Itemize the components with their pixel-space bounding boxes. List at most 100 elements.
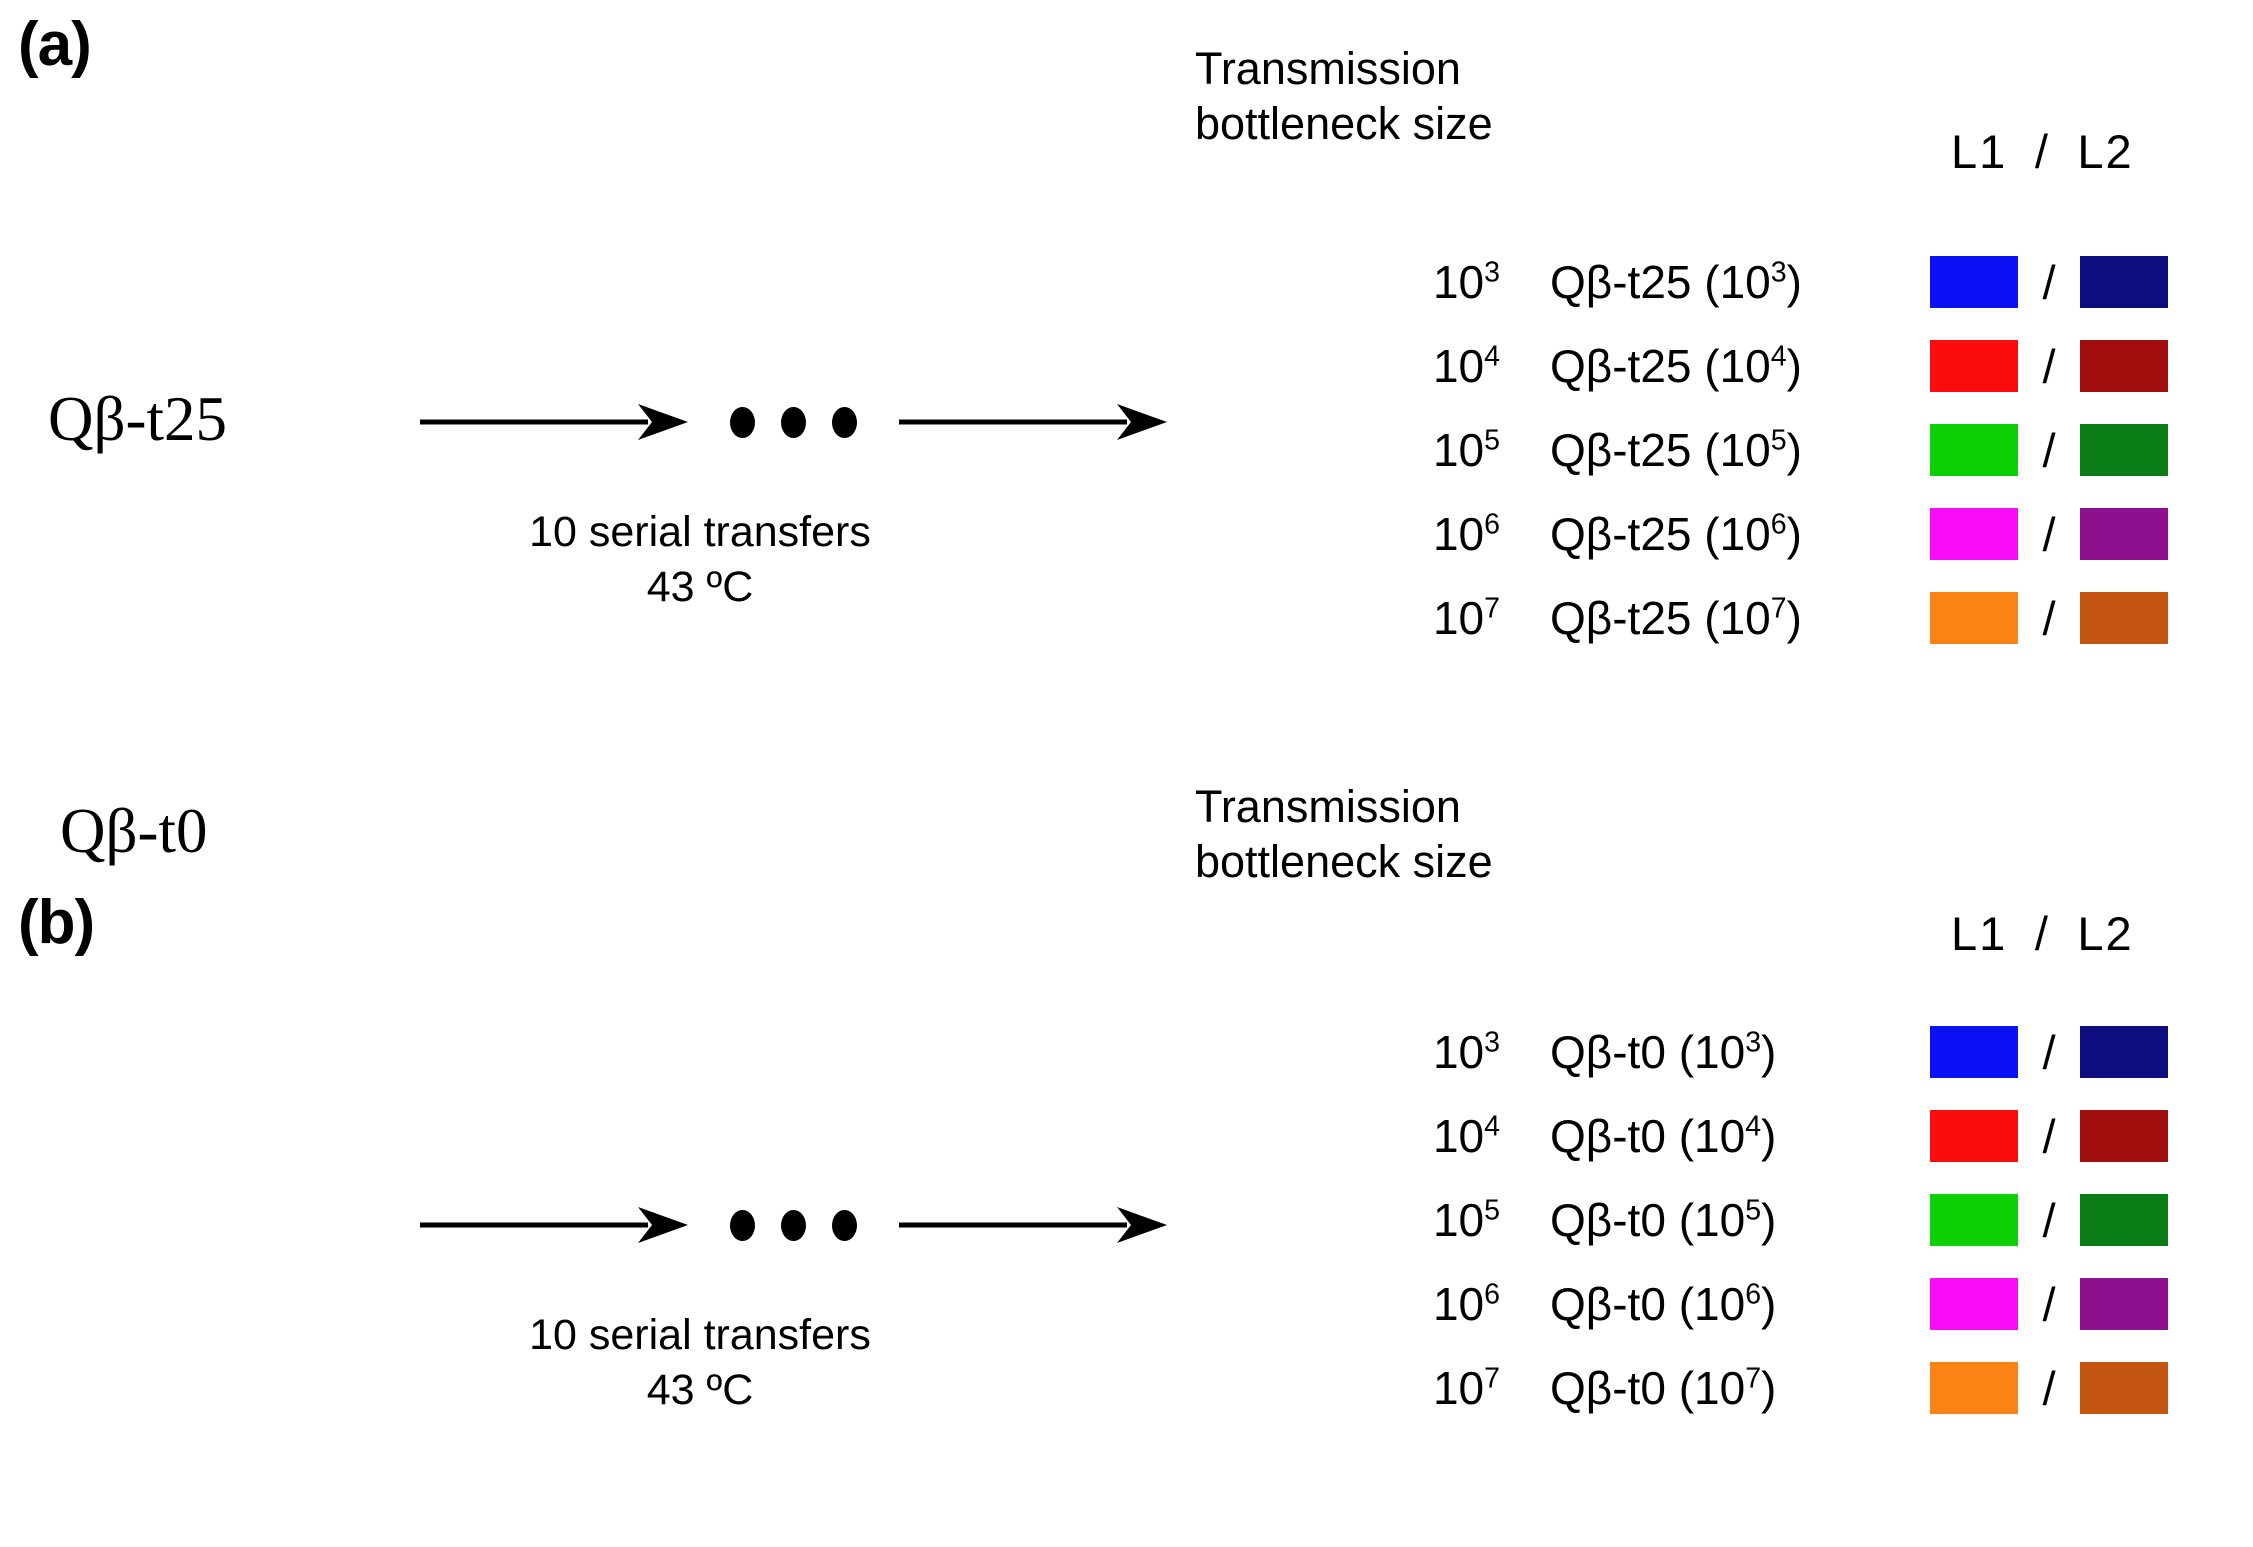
swatch-l1 [1930, 1026, 2018, 1078]
legend-header-l1-b: L1 [1951, 907, 2008, 960]
swatch-separator: / [2042, 1193, 2056, 1247]
legend-row: 103 Qβ-t25 (103) / [1330, 240, 2168, 324]
legend-header-slash-b: / [2034, 907, 2050, 960]
transfer-caption-line1-a: 10 serial transfers [529, 508, 871, 556]
arrow-right-icon [420, 404, 688, 440]
legend-column-header-a: L1 / L2 [1951, 128, 2134, 175]
bottleneck-size-value: 104 [1432, 1110, 1500, 1162]
swatch-l2 [2080, 424, 2168, 476]
legend-title-line2-a: bottleneck size [1195, 97, 1493, 149]
ellipsis-dots-b [730, 1209, 857, 1241]
bottleneck-size-value: 106 [1432, 1278, 1500, 1330]
legend-header-l2-a: L2 [2077, 125, 2134, 178]
swatch-l1 [1930, 592, 2018, 644]
bottleneck-size-value: 105 [1432, 424, 1500, 476]
swatch-separator: / [2042, 423, 2056, 477]
ellipsis-dots-a [730, 406, 857, 438]
dot [730, 1209, 755, 1241]
swatch-pair: / [1930, 1278, 2168, 1330]
legend-row: 105 Qβ-t0 (105) / [1330, 1178, 2168, 1262]
swatch-separator: / [2042, 1109, 2056, 1163]
swatch-l2 [2080, 1194, 2168, 1246]
legend-rows-b: 103 Qβ-t0 (103) / 104 Qβ-t0 (104) / 10 [1330, 1010, 2168, 1430]
legend-title-line2-b: bottleneck size [1195, 835, 1493, 887]
swatch-separator: / [2042, 1277, 2056, 1331]
swatch-l1 [1930, 1362, 2018, 1414]
legend-title-line1-b: Transmission [1195, 781, 1461, 832]
swatch-l2 [2080, 340, 2168, 392]
swatch-pair: / [1930, 508, 2168, 560]
legend-title-a: Transmission bottleneck size [1195, 42, 1493, 152]
legend-header-l2-b: L2 [2077, 907, 2134, 960]
lineage-label: Qβ-t25 (106) [1550, 508, 1802, 560]
swatch-pair: / [1930, 1026, 2168, 1078]
dot [781, 1209, 806, 1241]
transfer-caption-line2-b: 43 ºC [646, 1366, 754, 1415]
swatch-separator: / [2042, 591, 2056, 645]
swatch-pair: / [1930, 340, 2168, 392]
legend-row: 104 Qβ-t0 (104) / [1330, 1094, 2168, 1178]
bottleneck-size-value: 105 [1432, 1194, 1500, 1246]
arrow-right-icon [420, 1207, 688, 1243]
lineage-label: Qβ-t0 (107) [1550, 1362, 1777, 1414]
panel-letter-a: (a) [18, 10, 92, 79]
transfer-caption-line1-b: 10 serial transfers [529, 1311, 871, 1359]
legend-row: 106 Qβ-t0 (106) / [1330, 1262, 2168, 1346]
transfer-caption-line2-a: 43 ºC [646, 563, 754, 612]
serial-transfer-arrows-b [420, 1203, 1167, 1247]
swatch-l2 [2080, 1362, 2168, 1414]
swatch-separator: / [2042, 339, 2056, 393]
lineage-name-a: Qβ-t25 [48, 384, 228, 454]
legend-row: 106 Qβ-t25 (106) / [1330, 492, 2168, 576]
bottleneck-size-value: 103 [1432, 256, 1500, 308]
swatch-separator: / [2042, 255, 2056, 309]
lineage-label: Qβ-t25 (103) [1550, 256, 1802, 308]
swatch-pair: / [1930, 1110, 2168, 1162]
swatch-pair: / [1930, 424, 2168, 476]
bottleneck-size-value: 106 [1432, 508, 1500, 560]
lineage-label: Qβ-t0 (104) [1550, 1110, 1777, 1162]
swatch-pair: / [1930, 1194, 2168, 1246]
transfer-caption-a: 10 serial transfers 43 ºC [420, 505, 980, 615]
legend-row: 107 Qβ-t25 (107) / [1330, 576, 2168, 660]
bottleneck-size-value: 107 [1432, 592, 1500, 644]
swatch-l2 [2080, 508, 2168, 560]
legend-row: 105 Qβ-t25 (105) / [1330, 408, 2168, 492]
swatch-pair: / [1930, 592, 2168, 644]
swatch-l1 [1930, 1194, 2018, 1246]
swatch-l2 [2080, 1110, 2168, 1162]
dot [832, 406, 857, 438]
swatch-l2 [2080, 256, 2168, 308]
legend-header-slash-a: / [2034, 125, 2050, 178]
bottleneck-size-value: 103 [1432, 1026, 1500, 1078]
swatch-l1 [1930, 1278, 2018, 1330]
lineage-label: Qβ-t0 (103) [1550, 1026, 1777, 1078]
legend-title-b: Transmission bottleneck size [1195, 780, 1493, 890]
swatch-l1 [1930, 1110, 2018, 1162]
dot [781, 406, 806, 438]
panel-b: (b) Qβ-t0 10 serial transfers 43 ºC Tran… [0, 781, 2253, 1547]
legend-row: 103 Qβ-t0 (103) / [1330, 1010, 2168, 1094]
lineage-label: Qβ-t25 (104) [1550, 340, 1802, 392]
bottleneck-size-value: 107 [1432, 1362, 1500, 1414]
swatch-l1 [1930, 256, 2018, 308]
legend-row: 104 Qβ-t25 (104) / [1330, 324, 2168, 408]
swatch-l2 [2080, 1026, 2168, 1078]
swatch-l1 [1930, 508, 2018, 560]
swatch-separator: / [2042, 1361, 2056, 1415]
lineage-label: Qβ-t0 (106) [1550, 1278, 1777, 1330]
lineage-label: Qβ-t25 (107) [1550, 592, 1802, 644]
lineage-name-b: Qβ-t0 [60, 796, 208, 866]
bottleneck-size-value: 104 [1432, 340, 1500, 392]
lineage-label: Qβ-t0 (105) [1550, 1194, 1777, 1246]
legend-rows-a: 103 Qβ-t25 (103) / 104 Qβ-t25 (104) / [1330, 240, 2168, 660]
swatch-separator: / [2042, 507, 2056, 561]
swatch-pair: / [1930, 256, 2168, 308]
legend-header-l1-a: L1 [1951, 125, 2008, 178]
swatch-pair: / [1930, 1362, 2168, 1414]
swatch-l2 [2080, 592, 2168, 644]
transfer-caption-b: 10 serial transfers 43 ºC [420, 1308, 980, 1418]
legend-row: 107 Qβ-t0 (107) / [1330, 1346, 2168, 1430]
swatch-separator: / [2042, 1025, 2056, 1079]
dot [832, 1209, 857, 1241]
